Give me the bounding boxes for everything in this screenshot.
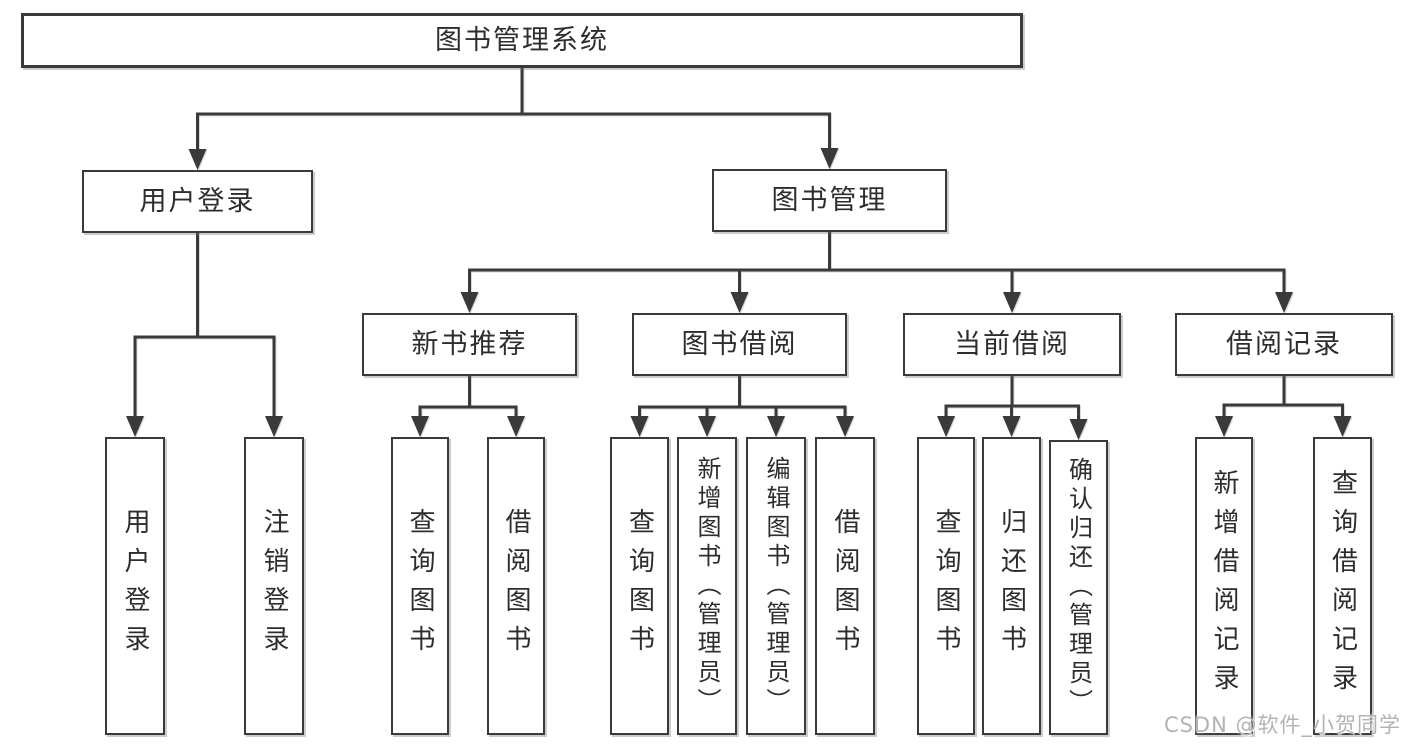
node-v-logout: 注销登录 bbox=[244, 437, 304, 735]
node-label: 借阅记录 bbox=[1226, 329, 1342, 360]
node-book-mgmt: 图书管理 bbox=[712, 169, 947, 232]
node-user-login: 用户登录 bbox=[82, 170, 313, 233]
node-v-borrow-book-2: 借阅图书 bbox=[815, 437, 875, 735]
node-label: 借阅图书 bbox=[830, 508, 860, 664]
node-v-query-record: 查询借阅记录 bbox=[1313, 437, 1372, 735]
node-label: 查询图书 bbox=[624, 508, 655, 664]
node-v-query-book-1: 查询图书 bbox=[391, 437, 449, 735]
node-v-borrow-book-1: 借阅图书 bbox=[487, 437, 545, 735]
node-label: 查询图书 bbox=[931, 508, 961, 664]
node-new-book-rec: 新书推荐 bbox=[362, 313, 577, 376]
node-label: 图书借阅 bbox=[681, 329, 798, 360]
node-label: 图书管理系统 bbox=[435, 25, 609, 56]
node-label: 用户登录 bbox=[120, 508, 150, 664]
node-borrow-records: 借阅记录 bbox=[1175, 313, 1393, 376]
node-v-confirm-return: 确认归还（管理员） bbox=[1049, 440, 1108, 735]
node-v-return-book: 归还图书 bbox=[982, 437, 1041, 735]
node-v-query-book-3: 查询图书 bbox=[917, 437, 975, 735]
node-current-borrow: 当前借阅 bbox=[903, 313, 1121, 376]
node-label: 当前借阅 bbox=[954, 329, 1070, 360]
node-label: 新书推荐 bbox=[411, 329, 528, 360]
node-label: 注销登录 bbox=[259, 508, 289, 664]
node-label: 用户登录 bbox=[139, 186, 256, 217]
node-label: 确认归还（管理员） bbox=[1064, 457, 1093, 718]
node-v-edit-book: 编辑图书（管理员） bbox=[746, 437, 806, 735]
node-v-query-book-2: 查询图书 bbox=[610, 437, 669, 735]
node-label: 编辑图书（管理员） bbox=[762, 455, 790, 717]
node-label: 查询图书 bbox=[405, 508, 435, 664]
node-book-borrow: 图书借阅 bbox=[632, 313, 847, 376]
node-label: 归还图书 bbox=[996, 508, 1027, 664]
node-label: 新增借阅记录 bbox=[1209, 469, 1239, 703]
node-label: 新增图书（管理员） bbox=[693, 455, 721, 717]
node-v-user-login: 用户登录 bbox=[105, 437, 165, 735]
node-v-add-book: 新增图书（管理员） bbox=[677, 437, 737, 735]
node-root: 图书管理系统 bbox=[21, 13, 1023, 68]
node-v-add-record: 新增借阅记录 bbox=[1195, 437, 1253, 735]
node-label: 查询借阅记录 bbox=[1327, 469, 1358, 703]
node-label: 图书管理 bbox=[771, 185, 888, 216]
node-label: 借阅图书 bbox=[501, 508, 531, 664]
watermark: CSDN @软件_小贺同学 bbox=[1163, 713, 1401, 737]
